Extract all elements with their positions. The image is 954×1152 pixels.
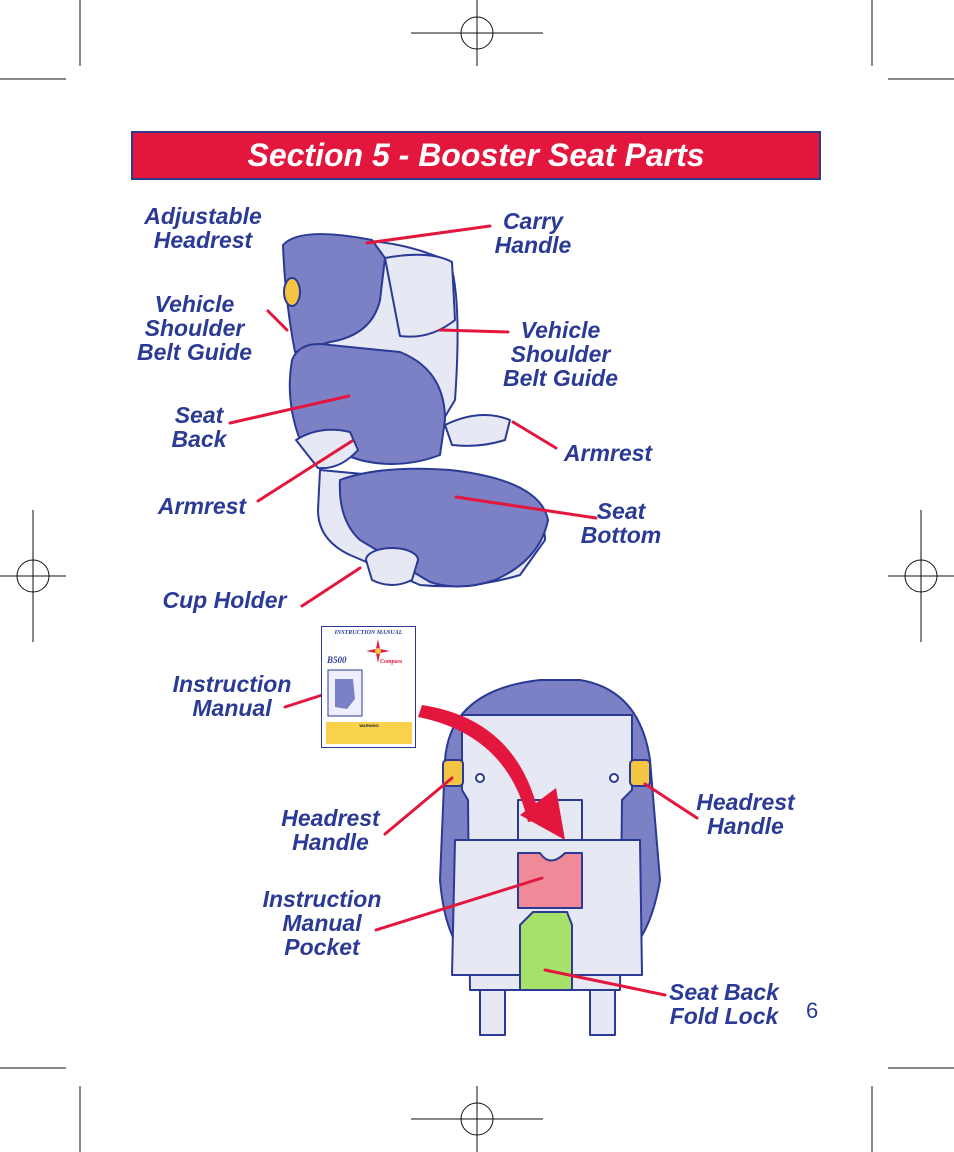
label-carry-handle: Carry Handle	[494, 208, 572, 258]
insert-manual-arrow	[418, 705, 565, 840]
manual-cover-warning-title: WARNING	[359, 723, 379, 728]
compass-star-icon	[366, 639, 390, 663]
page-number: 6	[806, 998, 819, 1023]
manual-cover-seat-image	[327, 669, 363, 717]
label-vehicle-shoulder-belt-guide-right: Vehicle Shoulder Belt Guide	[502, 317, 618, 391]
instruction-manual-cover: INSTRUCTION MANUAL B500 Compass WARNING	[321, 626, 416, 748]
manual-cover-warning-box: WARNING	[326, 722, 412, 744]
booster-seat-front-illustration	[282, 233, 549, 588]
label-seat-back: Seat Back	[171, 402, 227, 452]
label-cup-holder: Cup Holder	[162, 587, 287, 613]
label-seat-bottom: Seat Bottom	[580, 498, 662, 548]
registration-mark-left	[0, 510, 66, 642]
label-headrest-handle-left: Headrest Handle	[281, 805, 380, 855]
label-headrest-handle-right: Headrest Handle	[696, 789, 795, 839]
label-armrest-left: Armrest	[157, 493, 247, 519]
label-adjustable-headrest: Adjustable Headrest	[144, 203, 262, 253]
leader-lines	[228, 224, 699, 997]
registration-mark-right	[888, 510, 954, 642]
manual-cover-model: B500	[327, 655, 347, 665]
label-instruction-manual-pocket: Instruction Manual Pocket	[262, 886, 382, 960]
manual-cover-brand: Compass	[380, 659, 403, 665]
section-header-bar: Section 5 - Booster Seat Parts	[131, 131, 821, 180]
label-vehicle-shoulder-belt-guide-left: Vehicle Shoulder Belt Guide	[136, 291, 252, 365]
registration-mark-top	[411, 0, 543, 66]
label-seat-back-fold-lock: Seat Back Fold Lock	[669, 979, 779, 1029]
section-title: Section 5 - Booster Seat Parts	[247, 137, 705, 173]
manual-cover-title: INSTRUCTION MANUAL	[334, 630, 403, 636]
label-instruction-manual: Instruction Manual	[172, 671, 292, 721]
registration-mark-bottom	[411, 1086, 543, 1152]
label-armrest-right: Armrest	[563, 440, 653, 466]
